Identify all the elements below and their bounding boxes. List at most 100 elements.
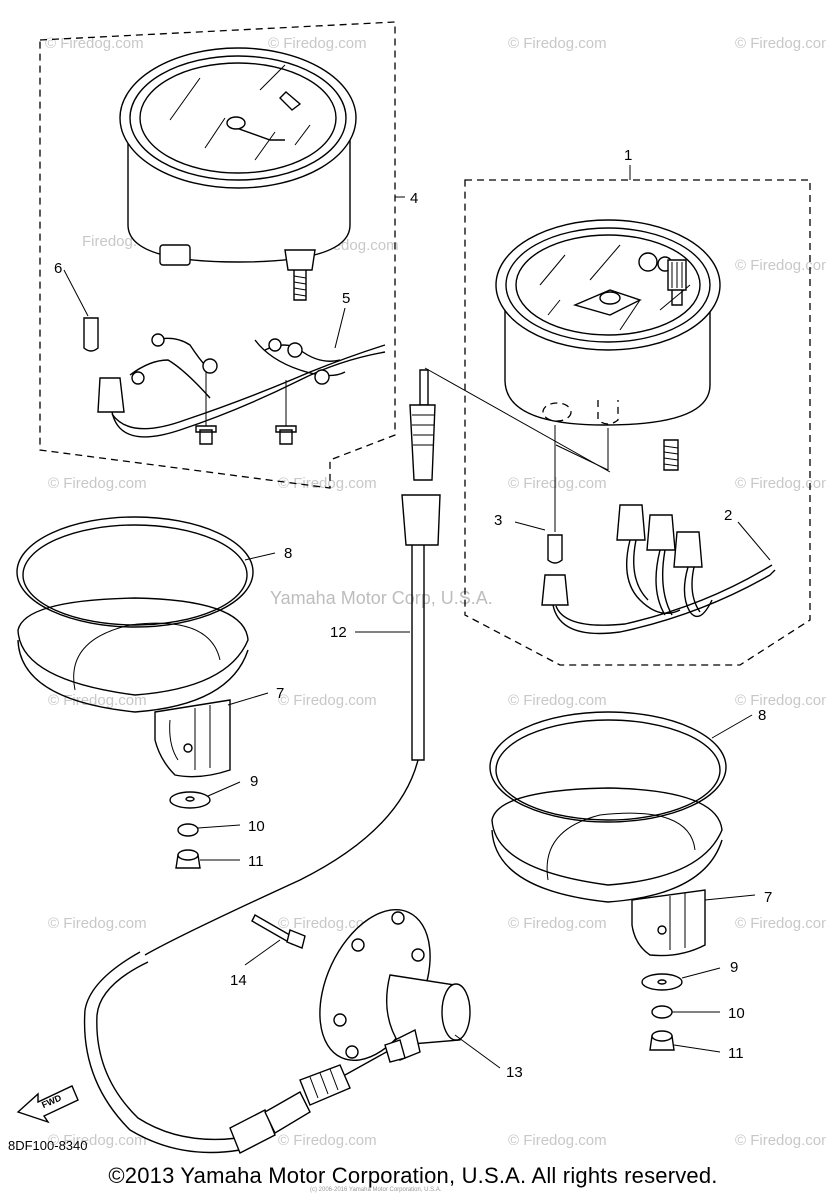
leader-line: [514, 521, 546, 531]
ring-terminal: [268, 338, 282, 352]
nut-knurl: [309, 1068, 339, 1099]
gauge-bezel-inner: [505, 227, 711, 343]
callout-4: 4: [410, 190, 418, 207]
cable-core: [344, 1049, 391, 1076]
bracket-stem-detail: [169, 705, 211, 770]
leader-line: [227, 692, 269, 706]
watermark: © Firedog.com: [48, 915, 147, 932]
watermark: © Firedog.com: [508, 915, 607, 932]
watermark: © Firedog.com: [735, 475, 826, 492]
callout-9: 9: [250, 773, 258, 790]
callout-2: 2: [724, 507, 732, 524]
callout-10: 10: [248, 818, 265, 835]
wire-lead: [633, 539, 701, 616]
watermark: © Firedog.com: [508, 692, 607, 709]
gauge-needle: [227, 124, 285, 141]
gauge-markings: [169, 64, 311, 161]
watermark: © Firedog.com: [45, 35, 144, 52]
assembly-boundary: [464, 179, 811, 666]
gauge-face: [139, 62, 337, 174]
gauge-face: [515, 234, 701, 336]
nut-knurl: [412, 414, 434, 446]
watermark: © Firedog.com: [735, 35, 826, 52]
callout-10: 10: [728, 1005, 745, 1022]
wire-lead: [625, 539, 713, 618]
watermark: © Firedog.com: [508, 475, 607, 492]
bracket-stem-detail: [669, 893, 686, 950]
watermark: © Firedog.com: [735, 692, 826, 709]
bracket-left: [16, 516, 254, 869]
callout-9: 9: [730, 959, 738, 976]
wire-harness: [552, 569, 776, 635]
rubber-ring-inner: [22, 524, 248, 626]
watermark: © Firedog.com: [278, 692, 377, 709]
gauge-assembly-right: [464, 179, 811, 666]
gauge-bezel-inner: [129, 55, 347, 181]
leader-line: [63, 269, 89, 317]
socket-hole: [542, 402, 572, 422]
ring-terminal: [314, 369, 330, 385]
leader-line: [207, 781, 241, 797]
ring-terminal: [202, 358, 218, 374]
callout-14: 14: [230, 972, 247, 989]
bracket-inner: [546, 812, 696, 881]
watermark: © Firedog.com: [48, 1132, 147, 1149]
screw: [195, 425, 217, 445]
watermark-layer: © Firedog.com © Firedog.com © Firedog.co…: [45, 35, 826, 1149]
forward-arrow-icon: [16, 1085, 79, 1124]
washer-hole: [657, 979, 667, 985]
hex-nut-top: [177, 849, 199, 861]
knob-grip: [671, 262, 683, 288]
bracket-hole: [657, 925, 667, 935]
leader-line: [244, 552, 276, 561]
callout-7: 7: [276, 685, 284, 702]
bulb: [547, 534, 563, 564]
watermark: © Firedog.com: [278, 915, 377, 932]
watermark: © Firedog.com: [508, 1132, 607, 1149]
watermark: © Firedog.com: [508, 35, 607, 52]
bulb-socket: [673, 531, 703, 568]
leader-line: [737, 521, 771, 561]
bulb-socket: [616, 504, 646, 541]
hex-nut-top: [651, 1030, 673, 1042]
cable-end-fitting: [229, 1109, 276, 1154]
trip-knob: [279, 91, 302, 111]
leader-line: [197, 824, 241, 829]
copyright-notice: ©2013 Yamaha Motor Corporation, U.S.A. A…: [108, 1163, 718, 1188]
watermark: © Firedog.com: [735, 1132, 826, 1149]
assembly-boundary: [39, 21, 396, 489]
watermark: © Firedog.com: [735, 915, 826, 932]
stud-threads: [293, 275, 307, 297]
speedometer-cable: [83, 367, 611, 1154]
flange-hole: [391, 911, 405, 925]
watermark: © Firedog.com: [268, 35, 367, 52]
bulb-socket: [541, 574, 569, 606]
ring-terminal: [131, 371, 145, 385]
cable-nut: [409, 404, 436, 481]
washer-hole: [185, 796, 195, 802]
leader-lines: [197, 165, 771, 1069]
cable-run: [83, 951, 241, 1154]
bracket-hole: [183, 743, 193, 753]
wire-harness: [111, 351, 386, 438]
callout-3: 3: [494, 512, 502, 529]
mount-stud: [293, 270, 307, 301]
callout-7: 7: [764, 889, 772, 906]
leader-line: [454, 1034, 501, 1069]
watermark: © Firedog.com: [278, 1132, 377, 1149]
mount-boss: [284, 249, 316, 271]
watermark: © Firedog.com: [48, 475, 147, 492]
callout-1: 1: [624, 147, 632, 164]
bulb: [83, 317, 99, 352]
cable-end-fitting: [264, 1091, 311, 1134]
callout-6: 6: [54, 260, 62, 277]
watermark: © Firedog.com: [278, 475, 377, 492]
needle-hub: [599, 291, 621, 305]
bulb-socket: [646, 514, 676, 551]
spring-washer: [651, 1005, 673, 1019]
callout-11: 11: [248, 853, 264, 870]
bracket-cup: [491, 829, 723, 903]
leader-line: [334, 307, 346, 349]
watermark: © Firedog.com: [48, 692, 147, 709]
